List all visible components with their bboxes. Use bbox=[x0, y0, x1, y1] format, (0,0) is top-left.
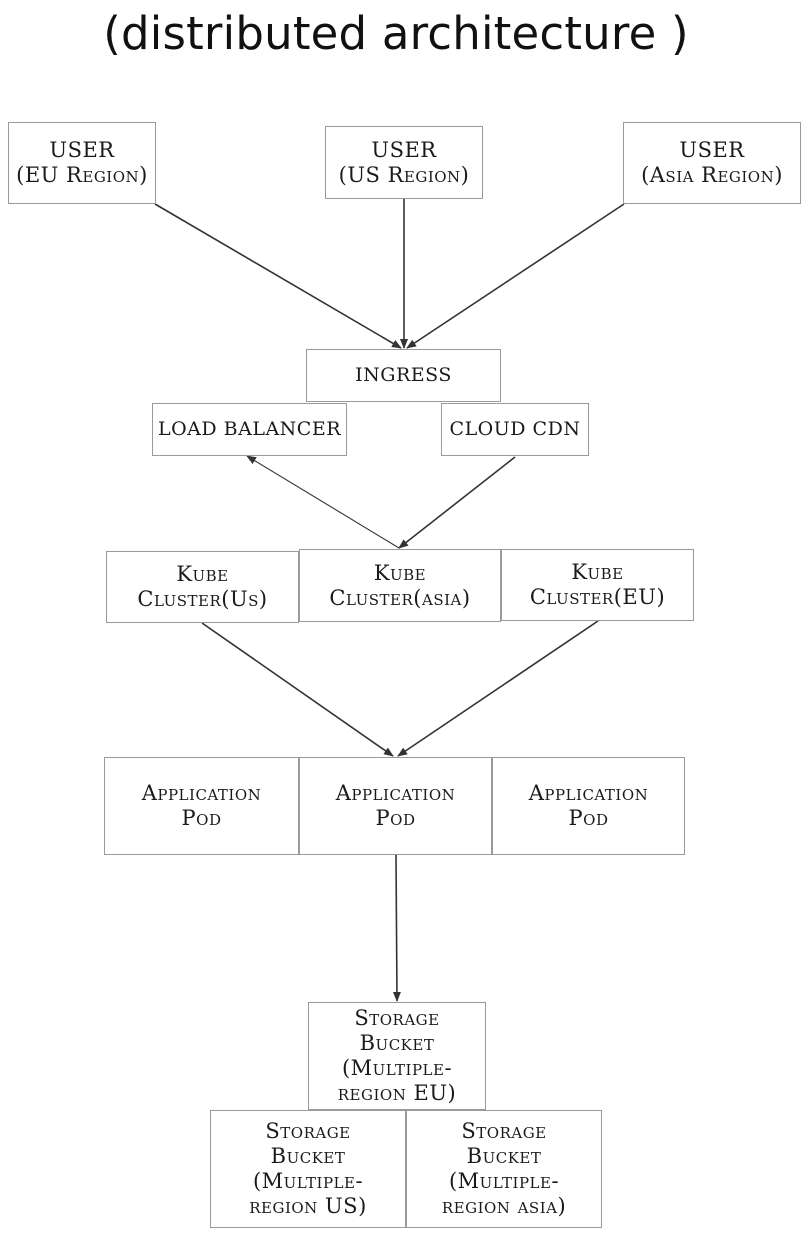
edge-kube-us-to-app-pod bbox=[201, 622, 394, 757]
edge-user-asia-to-ingress bbox=[406, 203, 625, 349]
cloud-cdn-node: CLOUD CDN bbox=[441, 403, 589, 456]
storage-bucket-eu-node: Storage Bucket (Multiple- region EU) bbox=[308, 1002, 486, 1110]
load-balancer-node: LOAD BALANCER bbox=[152, 403, 347, 456]
kube-cluster-asia-node: Kube Cluster(asia) bbox=[299, 549, 501, 622]
application-pod-2-node: Application Pod bbox=[299, 757, 492, 855]
user-eu-node: USER (EU Region) bbox=[8, 122, 156, 204]
ingress-node: INGRESS bbox=[306, 349, 501, 402]
storage-bucket-us-node: Storage Bucket (Multiple- region US) bbox=[210, 1110, 406, 1228]
kube-cluster-eu-node: Kube Cluster(EU) bbox=[501, 549, 694, 621]
edge-kube-asia-to-load-balancer bbox=[246, 455, 400, 549]
edge-app-pod-to-storage bbox=[392, 854, 401, 1002]
user-us-node: USER (US Region) bbox=[325, 126, 483, 199]
edge-kube-eu-to-app-pod bbox=[397, 620, 599, 757]
kube-cluster-us-node: Kube Cluster(Us) bbox=[106, 551, 299, 623]
application-pod-1-node: Application Pod bbox=[104, 757, 299, 855]
edge-cloud-cdn-to-kube-asia bbox=[398, 456, 516, 549]
storage-bucket-asia-node: Storage Bucket (Multiple- region asia) bbox=[406, 1110, 602, 1228]
edge-user-eu-to-ingress bbox=[154, 203, 402, 349]
user-asia-node: USER (Asia Region) bbox=[623, 122, 801, 204]
application-pod-3-node: Application Pod bbox=[492, 757, 685, 855]
diagram-title: (distributed architecture ) bbox=[103, 7, 689, 60]
